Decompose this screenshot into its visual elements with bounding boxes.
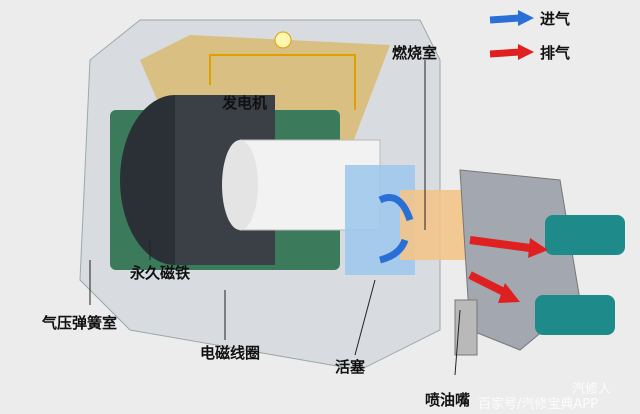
exhaust-arrowhead-2 <box>498 283 520 303</box>
watermark-author: 汽修人 <box>572 382 612 397</box>
intake-flow-arrow <box>378 194 414 222</box>
intake-legend-arrow <box>489 14 521 24</box>
combustion-chamber-label: 燃烧室 <box>392 44 438 62</box>
coil-label: 电磁线圈 <box>200 344 261 362</box>
piston-label: 活塞 <box>335 358 366 376</box>
intake-valve-actuator <box>545 215 625 255</box>
light-bulb-icon <box>274 31 292 49</box>
generator-label: 发电机 <box>222 94 268 112</box>
exhaust-flow-arrow <box>469 236 531 252</box>
legend-intake-label: 进气 <box>540 10 571 28</box>
exhaust-legend-arrow <box>489 48 521 58</box>
watermark-source: 百家号/汽修宝典APP <box>478 397 598 412</box>
intake-flow-arrow-2 <box>379 238 409 264</box>
intake-legend-arrowhead <box>518 10 534 26</box>
legend-exhaust-label: 排气 <box>540 44 571 62</box>
generator-wire <box>209 54 356 110</box>
combustion-zone <box>400 190 470 260</box>
exhaust-arrowhead <box>528 238 548 258</box>
exhaust-legend-arrowhead <box>518 44 534 60</box>
exhaust-valve-actuator <box>535 295 615 335</box>
piston-end <box>222 140 258 230</box>
injector-label: 喷油嘴 <box>425 391 471 409</box>
air-spring-chamber-label: 气压弹簧室 <box>42 314 118 332</box>
leader-lines <box>89 60 461 376</box>
fuel-injector <box>454 299 478 356</box>
permanent-magnet-label: 永久磁铁 <box>130 264 191 282</box>
